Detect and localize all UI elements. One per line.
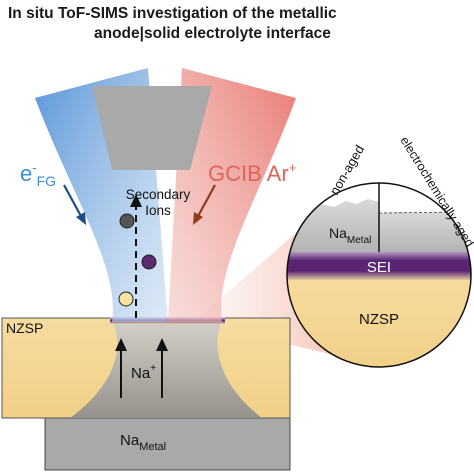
arrow-up-icon xyxy=(115,338,127,351)
secondary-ion-yellow xyxy=(118,291,134,307)
arrow-up-icon xyxy=(156,338,168,351)
secondary-ion-grey xyxy=(119,213,135,229)
electron-arrow-head-icon xyxy=(76,212,86,225)
zoom-sei-band xyxy=(287,250,471,280)
secondary-ion-arrow-head-icon xyxy=(130,194,142,207)
gcib-beam-arrow xyxy=(196,184,216,219)
electron-beam-arrow xyxy=(63,184,83,219)
zoom-na-metal-label: NaMetal xyxy=(329,225,371,246)
title-line-2: anode|solid electrolyte interface xyxy=(94,25,331,42)
zoom-nzsp-label: NZSP xyxy=(359,311,399,328)
figure-title: In situ ToF-SIMS investigation of the me… xyxy=(8,4,468,44)
gcib-label: GCIB Ar+ xyxy=(208,160,296,186)
efg-label: e-FG xyxy=(20,160,56,189)
title-line-1: In situ ToF-SIMS investigation of the me… xyxy=(8,5,337,22)
zoom-sei-label: SEI xyxy=(367,259,391,276)
na-metal-block xyxy=(44,417,291,471)
analyzer-nozzle xyxy=(92,86,212,170)
gcib-arrow-head-icon xyxy=(193,212,203,225)
secondary-ion-purple xyxy=(141,254,157,270)
na-ion-label: Na+ xyxy=(131,363,156,382)
na-metal-label: NaMetal xyxy=(120,432,166,453)
nzsp-label: NZSP xyxy=(6,320,43,336)
